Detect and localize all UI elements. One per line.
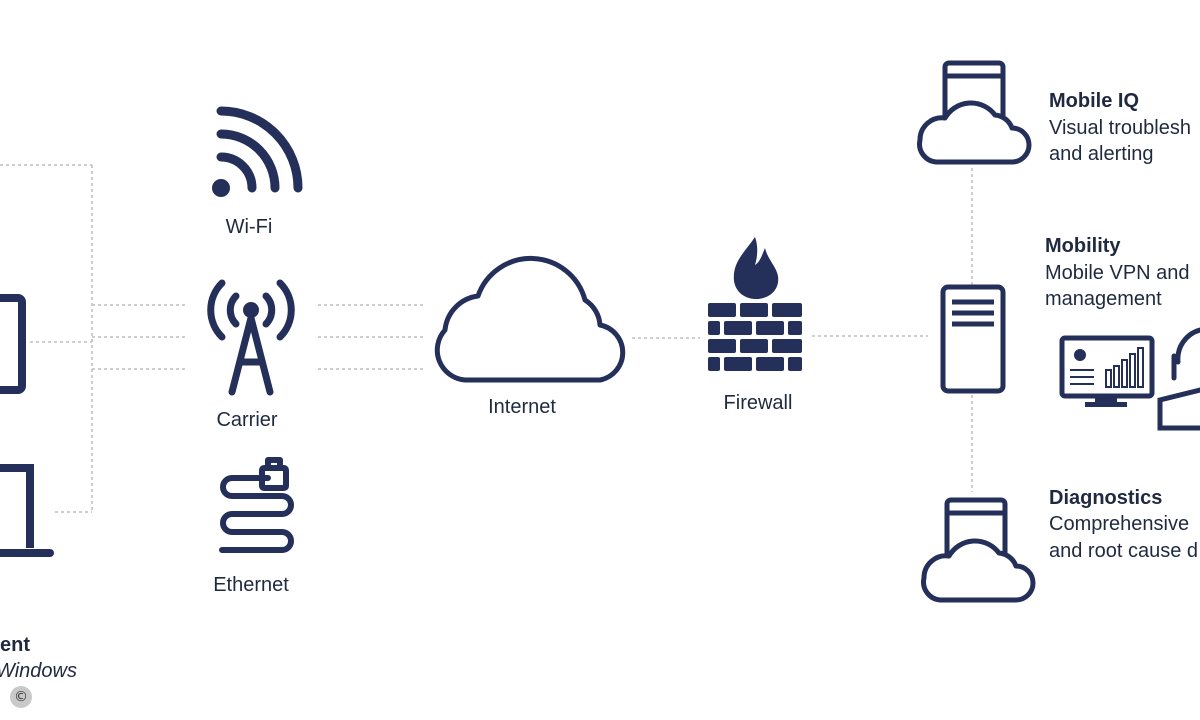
support-agent-icon — [1157, 327, 1200, 431]
mobile-iq-line2: and alerting — [1049, 143, 1154, 165]
diagnostics-cloud-device-icon — [921, 497, 1036, 603]
mobility-title: Mobility — [1045, 235, 1121, 257]
ethernet-label: Ethernet — [213, 574, 289, 596]
mobile-iq-line1: Visual troublesh — [1049, 117, 1191, 139]
client-monitor-icon — [0, 294, 26, 394]
internet-label: Internet — [488, 396, 556, 418]
mobile-iq-cloud-device-icon — [917, 60, 1032, 165]
wifi-icon — [212, 106, 303, 197]
client-laptop-icon — [0, 464, 54, 557]
dashboard-monitor-icon — [1059, 335, 1155, 407]
diagnostics-title: Diagnostics — [1049, 487, 1163, 509]
diagnostics-line2: and root cause d — [1049, 540, 1198, 562]
carrier-label: Carrier — [216, 409, 278, 431]
copyright-badge: © — [10, 686, 32, 708]
firewall-label: Firewall — [723, 392, 793, 414]
carrier-antenna-icon — [207, 279, 295, 396]
wifi-label: Wi-Fi — [225, 216, 273, 238]
mobility-line2: management — [1045, 288, 1162, 310]
internet-cloud-icon — [434, 255, 626, 383]
ethernet-cable-icon — [219, 457, 294, 553]
flame-icon — [733, 237, 779, 299]
client-subtitle: Windows — [0, 660, 77, 682]
firewall-icon — [708, 237, 802, 371]
mobility-line1: Mobile VPN and — [1045, 262, 1190, 284]
connector-lines — [0, 164, 973, 513]
brick-wall-icon — [708, 303, 802, 371]
mobile-iq-title: Mobile IQ — [1049, 90, 1139, 112]
client-title: ent — [0, 634, 30, 656]
diagnostics-line1: Comprehensive — [1049, 513, 1190, 535]
mobility-server-icon — [940, 284, 1006, 394]
